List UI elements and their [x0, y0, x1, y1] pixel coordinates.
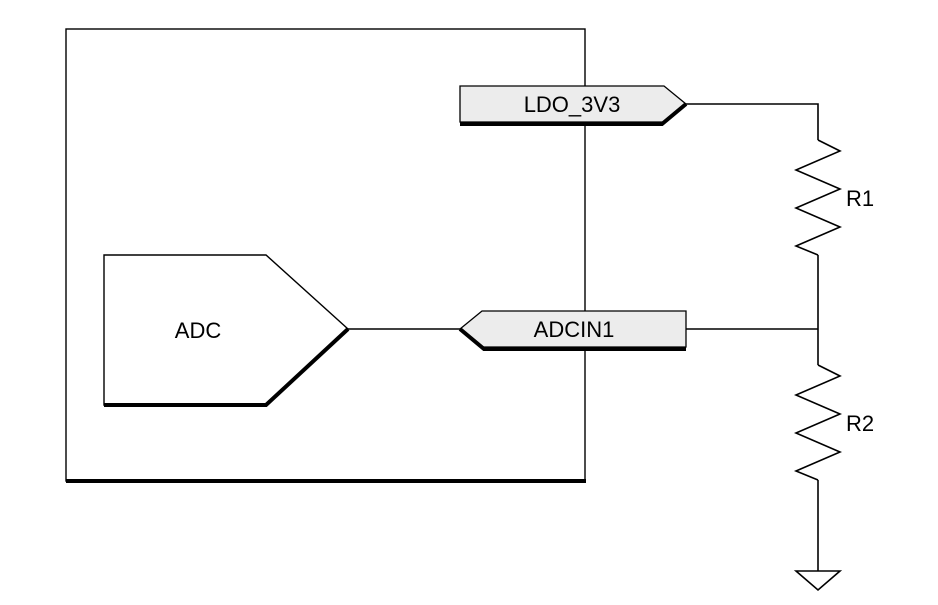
wire-ldo-to-r1 [686, 103, 819, 140]
adc-label: ADC [175, 318, 222, 343]
r1-resistor: R1 [793, 139, 874, 256]
adcin-port: ADCIN1 [458, 310, 687, 351]
r2-label: R2 [846, 411, 874, 436]
ldo-port: LDO_3V3 [459, 85, 688, 126]
resistor-icon [793, 364, 843, 481]
ldo-port-label: LDO_3V3 [524, 92, 621, 117]
adcin-port-label: ADCIN1 [534, 317, 615, 342]
resistor-icon [793, 139, 843, 256]
ground-icon [793, 570, 843, 592]
r2-resistor: R2 [793, 364, 874, 481]
adc-block: ADC [103, 254, 350, 407]
r1-label: R1 [846, 186, 874, 211]
